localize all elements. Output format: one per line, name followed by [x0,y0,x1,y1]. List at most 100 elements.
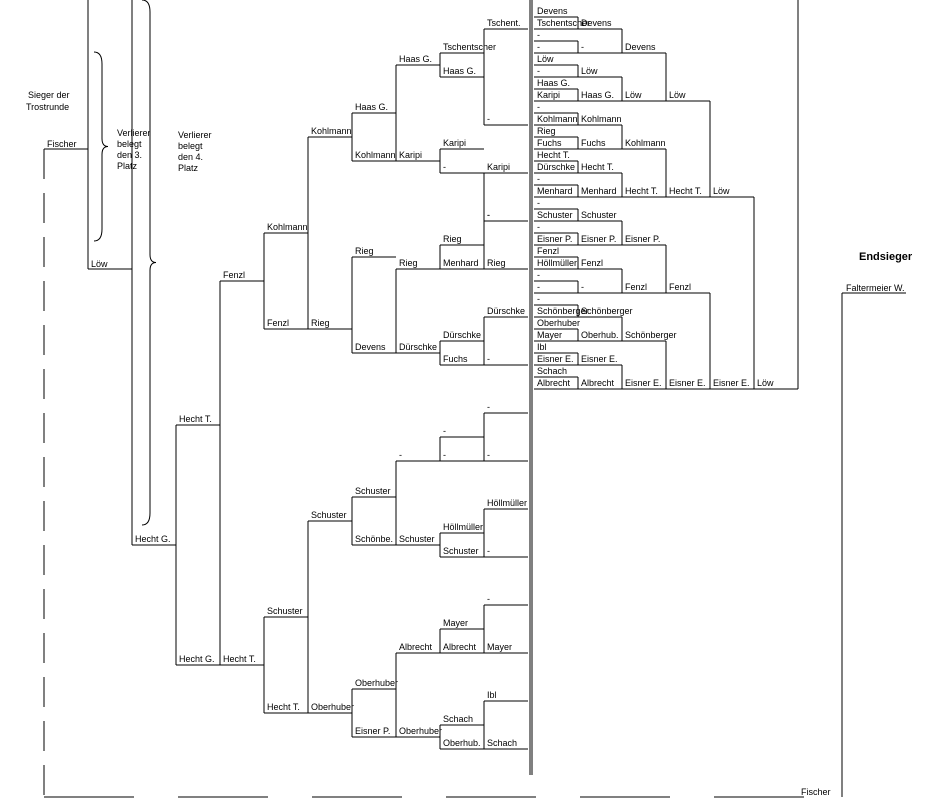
winner-slot-name: Eisner P. [537,234,572,244]
loser-slot-name: Mayer [443,618,468,628]
winner-slot-name: Hecht T. [537,150,570,160]
loser-slot-name: - [487,354,490,364]
fourth-place-line2: belegt [178,141,203,151]
loser-slot-name: Rieg [311,318,330,328]
winner-slot-name: Haas G. [581,90,614,100]
winner-slot-name: Fenzl [537,246,559,256]
winner-slot-name: Rieg [537,126,556,136]
loser-slot-name: - [487,594,490,604]
loser-slot-name: Karipi [487,162,510,172]
loser-slot-name: Fenzl [267,318,289,328]
winner-slot-name: Oberhuber [537,318,580,328]
winner-slot-name: Löw [713,186,730,196]
winner-slot-name: - [537,30,540,40]
winner-slot-name: Fenzl [625,282,647,292]
fourth-place-line3: den 4. [178,152,203,162]
winner-slot-name: Kohlmann [537,114,578,124]
loser-slot-name: - [487,210,490,220]
loser-slot-name: Schönbe. [355,534,393,544]
loser-slot-name: Hecht T. [267,702,300,712]
winner-slot-name: Kohlmann [625,138,666,148]
loser-slot-name: Rieg [399,258,418,268]
winner-slot-name: Schach [537,366,567,376]
loser-slot-name: Schuster [267,606,303,616]
loser-slot-name: Menhard [443,258,479,268]
winner-slot-name: - [537,282,540,292]
loser-slot-name: - [487,210,490,220]
loser-slot-name: Schuster [399,534,435,544]
loser-slot-name: Hecht T. [179,414,212,424]
loser-slot-name: Rieg [487,258,506,268]
winner-slot-name: - [537,174,540,184]
winner-slot-name: Fenzl [581,258,603,268]
loser-slot-name: Oberhuber [311,702,354,712]
loser-slot-name: Eisner P. [355,726,390,736]
loser-slot-name: - [487,546,490,556]
winner-slot-name: - [537,66,540,76]
winner-slot-name: Fuchs [537,138,562,148]
winner-slot-name: Löw [537,54,554,64]
loser-slot-name: Kohlmann [355,150,396,160]
loser-slot-name: Devens [355,342,386,352]
loser-slot-name: Rieg [355,246,374,256]
loser-slot-name: Dürschke [399,342,437,352]
winner-slot-name: Eisner E. [713,378,750,388]
loser-slot-name: Schuster [355,486,391,496]
winner-slot-name: Ibl [537,342,547,352]
loser-slot-name: Hecht G. [135,534,171,544]
winner-slot-name: - [581,282,584,292]
trost-title-line2: Trostrunde [26,102,69,112]
winner-slot-name: - [537,294,540,304]
winner-slot-name: Dürschke [537,162,575,172]
fourth-place-brace [141,0,157,526]
loser-slot-name: Oberhub. [443,738,481,748]
fourth-place-line4: Platz [178,163,199,173]
loser-slot-name: Dürschke [443,330,481,340]
loser-slot-name: Karipi [443,138,466,148]
winner-slot-name: Fuchs [581,138,606,148]
trost-loew: Löw [91,259,108,269]
winner-slot-name: Devens [625,42,656,52]
winner-slot-name: Hecht T. [625,186,658,196]
trost-title-line1: Sieger der [28,90,70,100]
winner-slot-name: Löw [625,90,642,100]
winner-slot-name: Schuster [537,210,573,220]
loser-slot-name: Mayer [487,642,512,652]
winner-slot-name: Schönberger [625,330,677,340]
third-place-line4: Platz [117,161,138,171]
loser-slot-name: Höllmüller [487,498,527,508]
loser-slot-name: - [443,426,446,436]
loser-slot-name: Schuster [443,546,479,556]
winner-slot-name: Karipi [537,90,560,100]
loser-slot-name: - [487,114,490,124]
loser-slot-name: - [487,402,490,412]
winner-slot-name: Löw [581,66,598,76]
third-place-line2: belegt [117,139,142,149]
loser-slot-name: Albrecht [443,642,477,652]
loser-slot-name: Haas G. [355,102,388,112]
winner-slot-name: Eisner P. [581,234,616,244]
winner-slot-name: Löw [669,90,686,100]
winner-slot-name: - [537,270,540,280]
endsieger-name: Faltermeier W. [846,283,905,293]
loser-slot-name: Fenzl [223,270,245,280]
loser-slot-name: Karipi [399,150,422,160]
fourth-place-line1: Verlierer [178,130,212,140]
loser-slot-name: Albrecht [399,642,433,652]
winner-slot-name: Devens [537,6,568,16]
winner-slot-name: Schönberger [537,306,589,316]
winner-slot-name: Eisner E. [669,378,706,388]
bottom-fischer: Fischer [801,787,831,797]
winner-slot-name: Albrecht [537,378,571,388]
loser-slot-name: Schuster [311,510,347,520]
winner-slot-name: - [537,102,540,112]
winner-slot-name: Eisner E. [537,354,574,364]
winner-slot-name: Tschentscher [537,18,590,28]
winner-slot-name: Schuster [581,210,617,220]
winner-slot-name: - [581,42,584,52]
third-place-line3: den 3. [117,150,142,160]
winner-slot-name: - [537,198,540,208]
